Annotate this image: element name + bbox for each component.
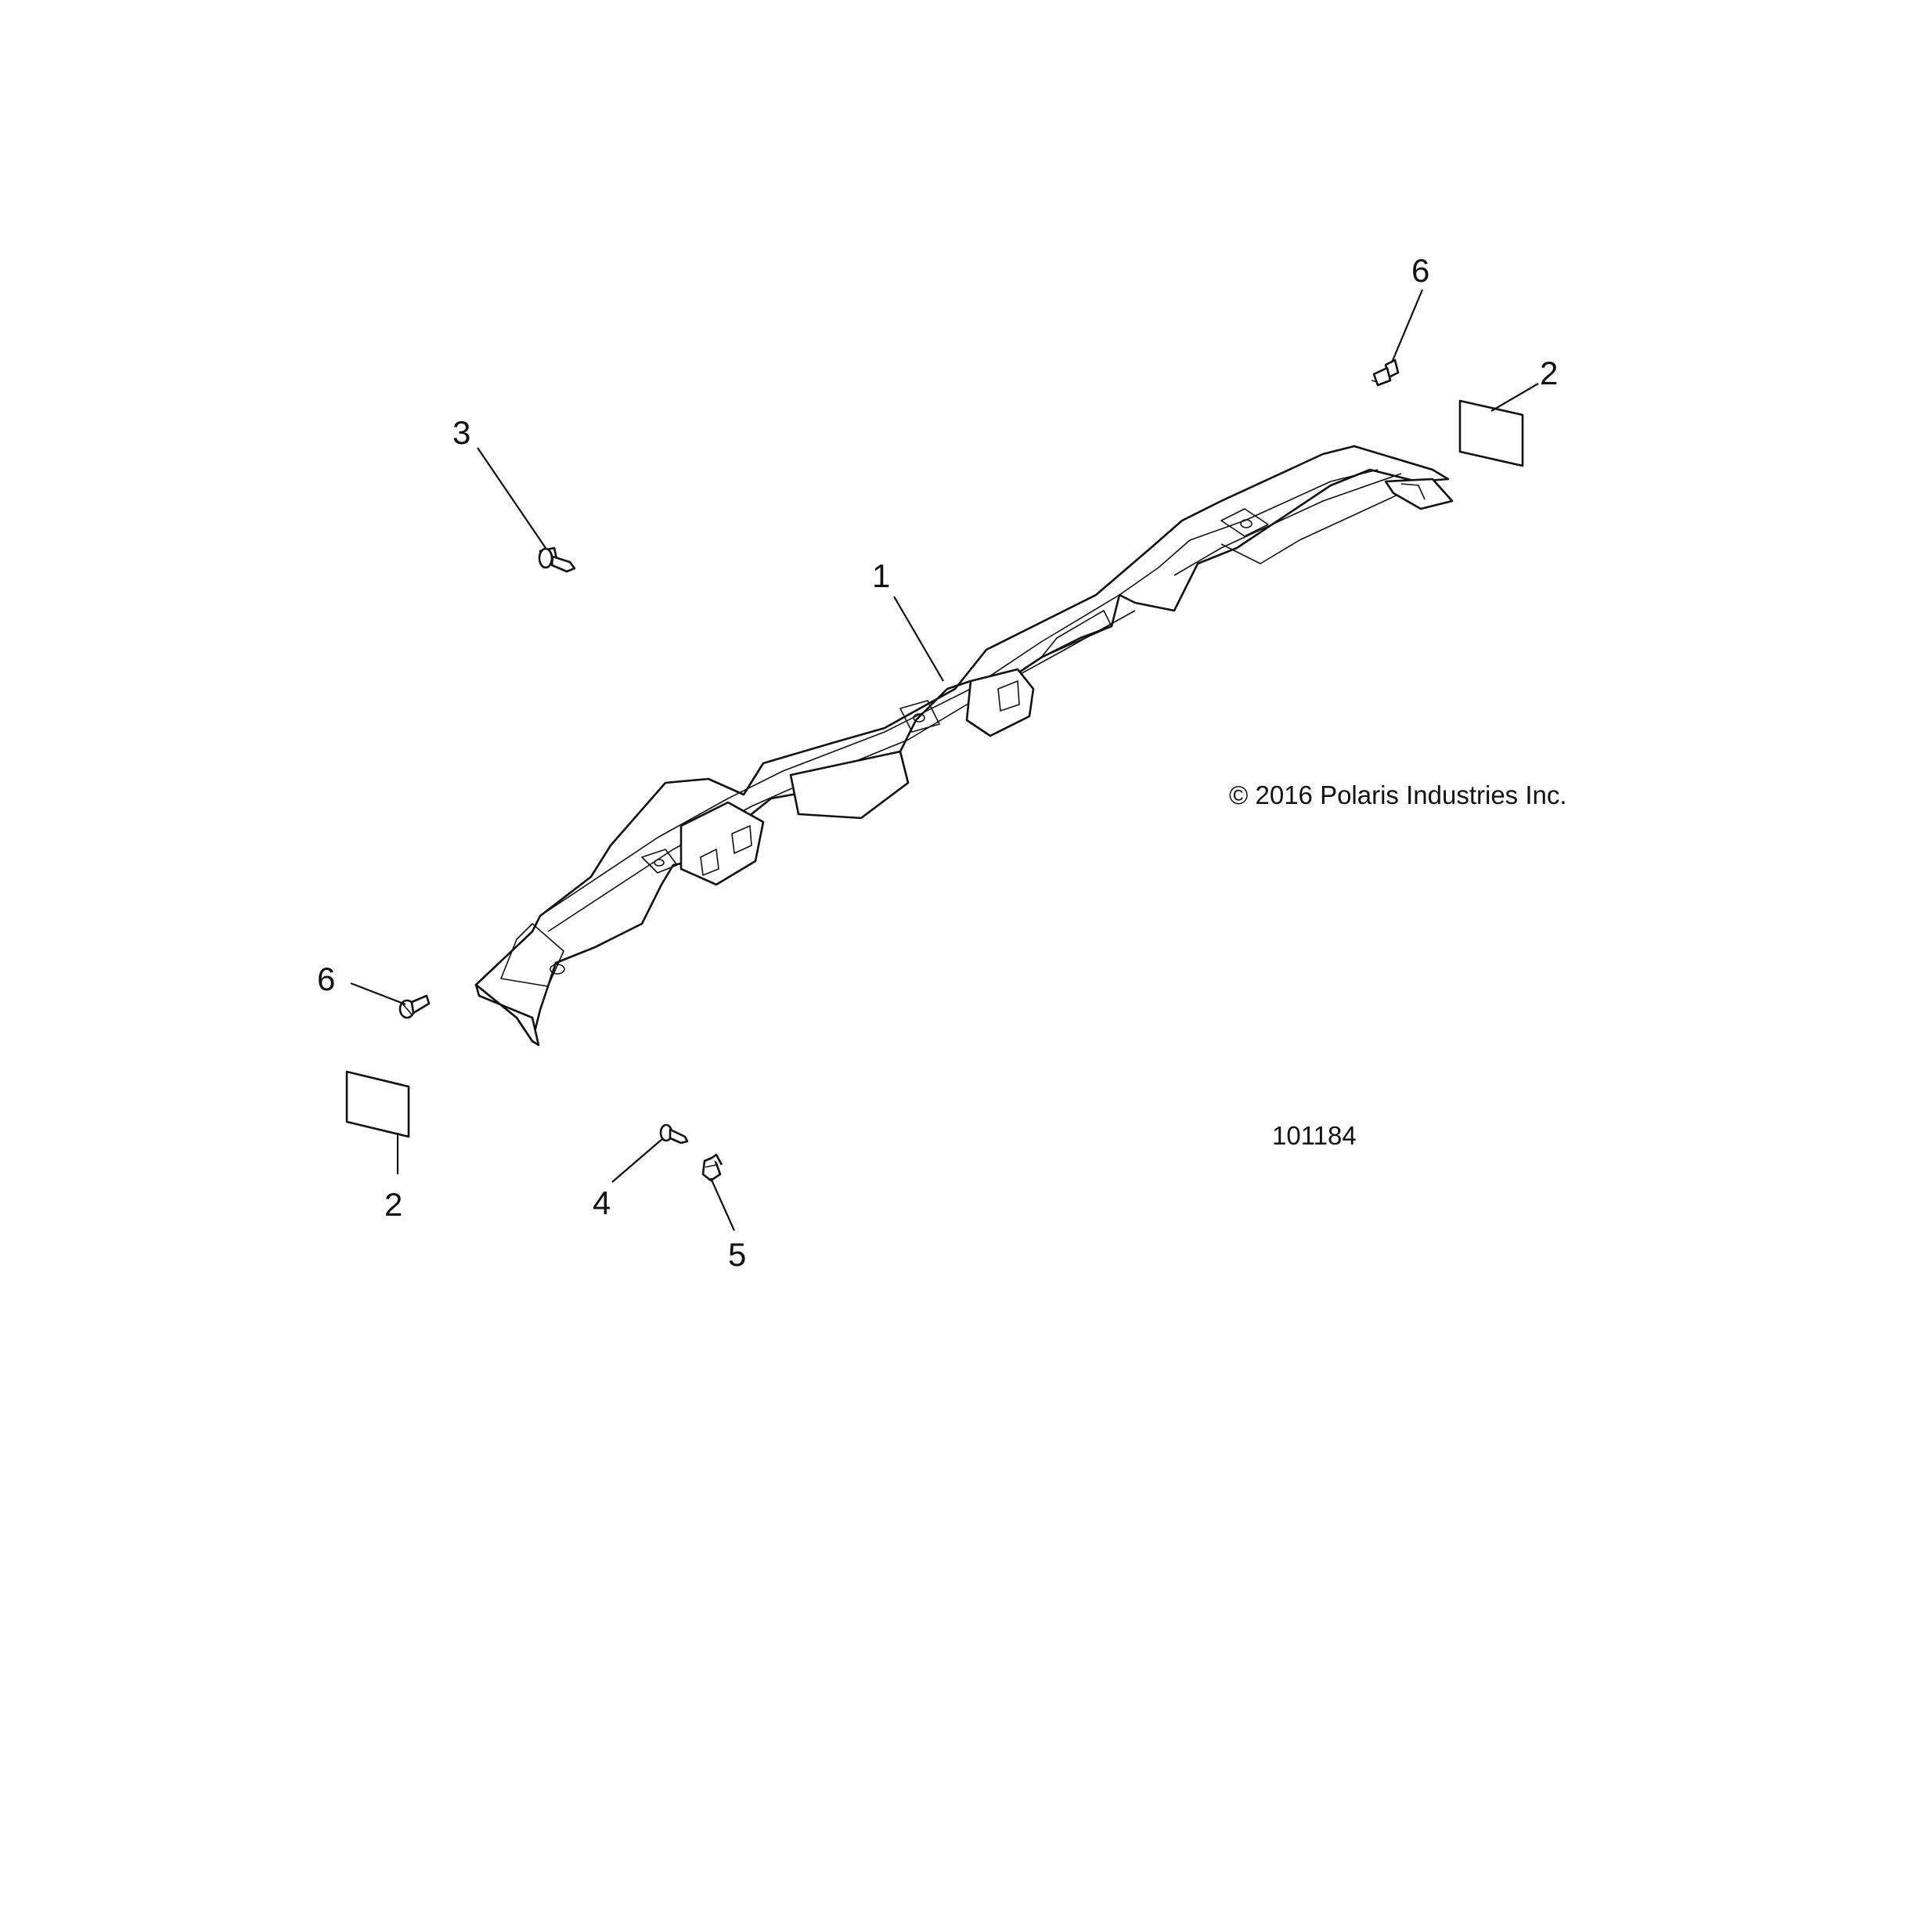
callout-1[interactable]: 1 [872,557,890,594]
figure-number: 101184 [1272,1121,1357,1150]
callout-6-left[interactable]: 6 [317,961,335,997]
callout-5[interactable]: 5 [728,1236,746,1273]
rivet-left-icon[interactable] [398,994,431,1019]
leader-5 [709,1177,736,1231]
callout-6-right[interactable]: 6 [1411,252,1429,289]
leader-2-right [1490,383,1539,412]
screw-bottom-icon[interactable] [659,1123,689,1144]
callout-4[interactable]: 4 [593,1184,611,1221]
leader-3 [477,447,546,549]
leader-4 [611,1138,663,1183]
clip-icon[interactable] [701,1153,723,1182]
leader-1 [893,596,944,682]
callout-2-left[interactable]: 2 [384,1186,402,1223]
rivet-right-icon[interactable] [1371,359,1400,387]
screw-top-left-icon[interactable] [538,546,576,573]
leader-6-right [1390,289,1424,363]
callout-3[interactable]: 3 [452,414,470,451]
bumper-part[interactable] [474,445,1454,1047]
decal-right[interactable] [1458,399,1524,467]
copyright-text: © 2016 Polaris Industries Inc. [1229,780,1567,809]
callout-2-right[interactable]: 2 [1540,355,1558,391]
decal-left[interactable] [345,1070,410,1138]
leader-6-left [350,982,406,1006]
